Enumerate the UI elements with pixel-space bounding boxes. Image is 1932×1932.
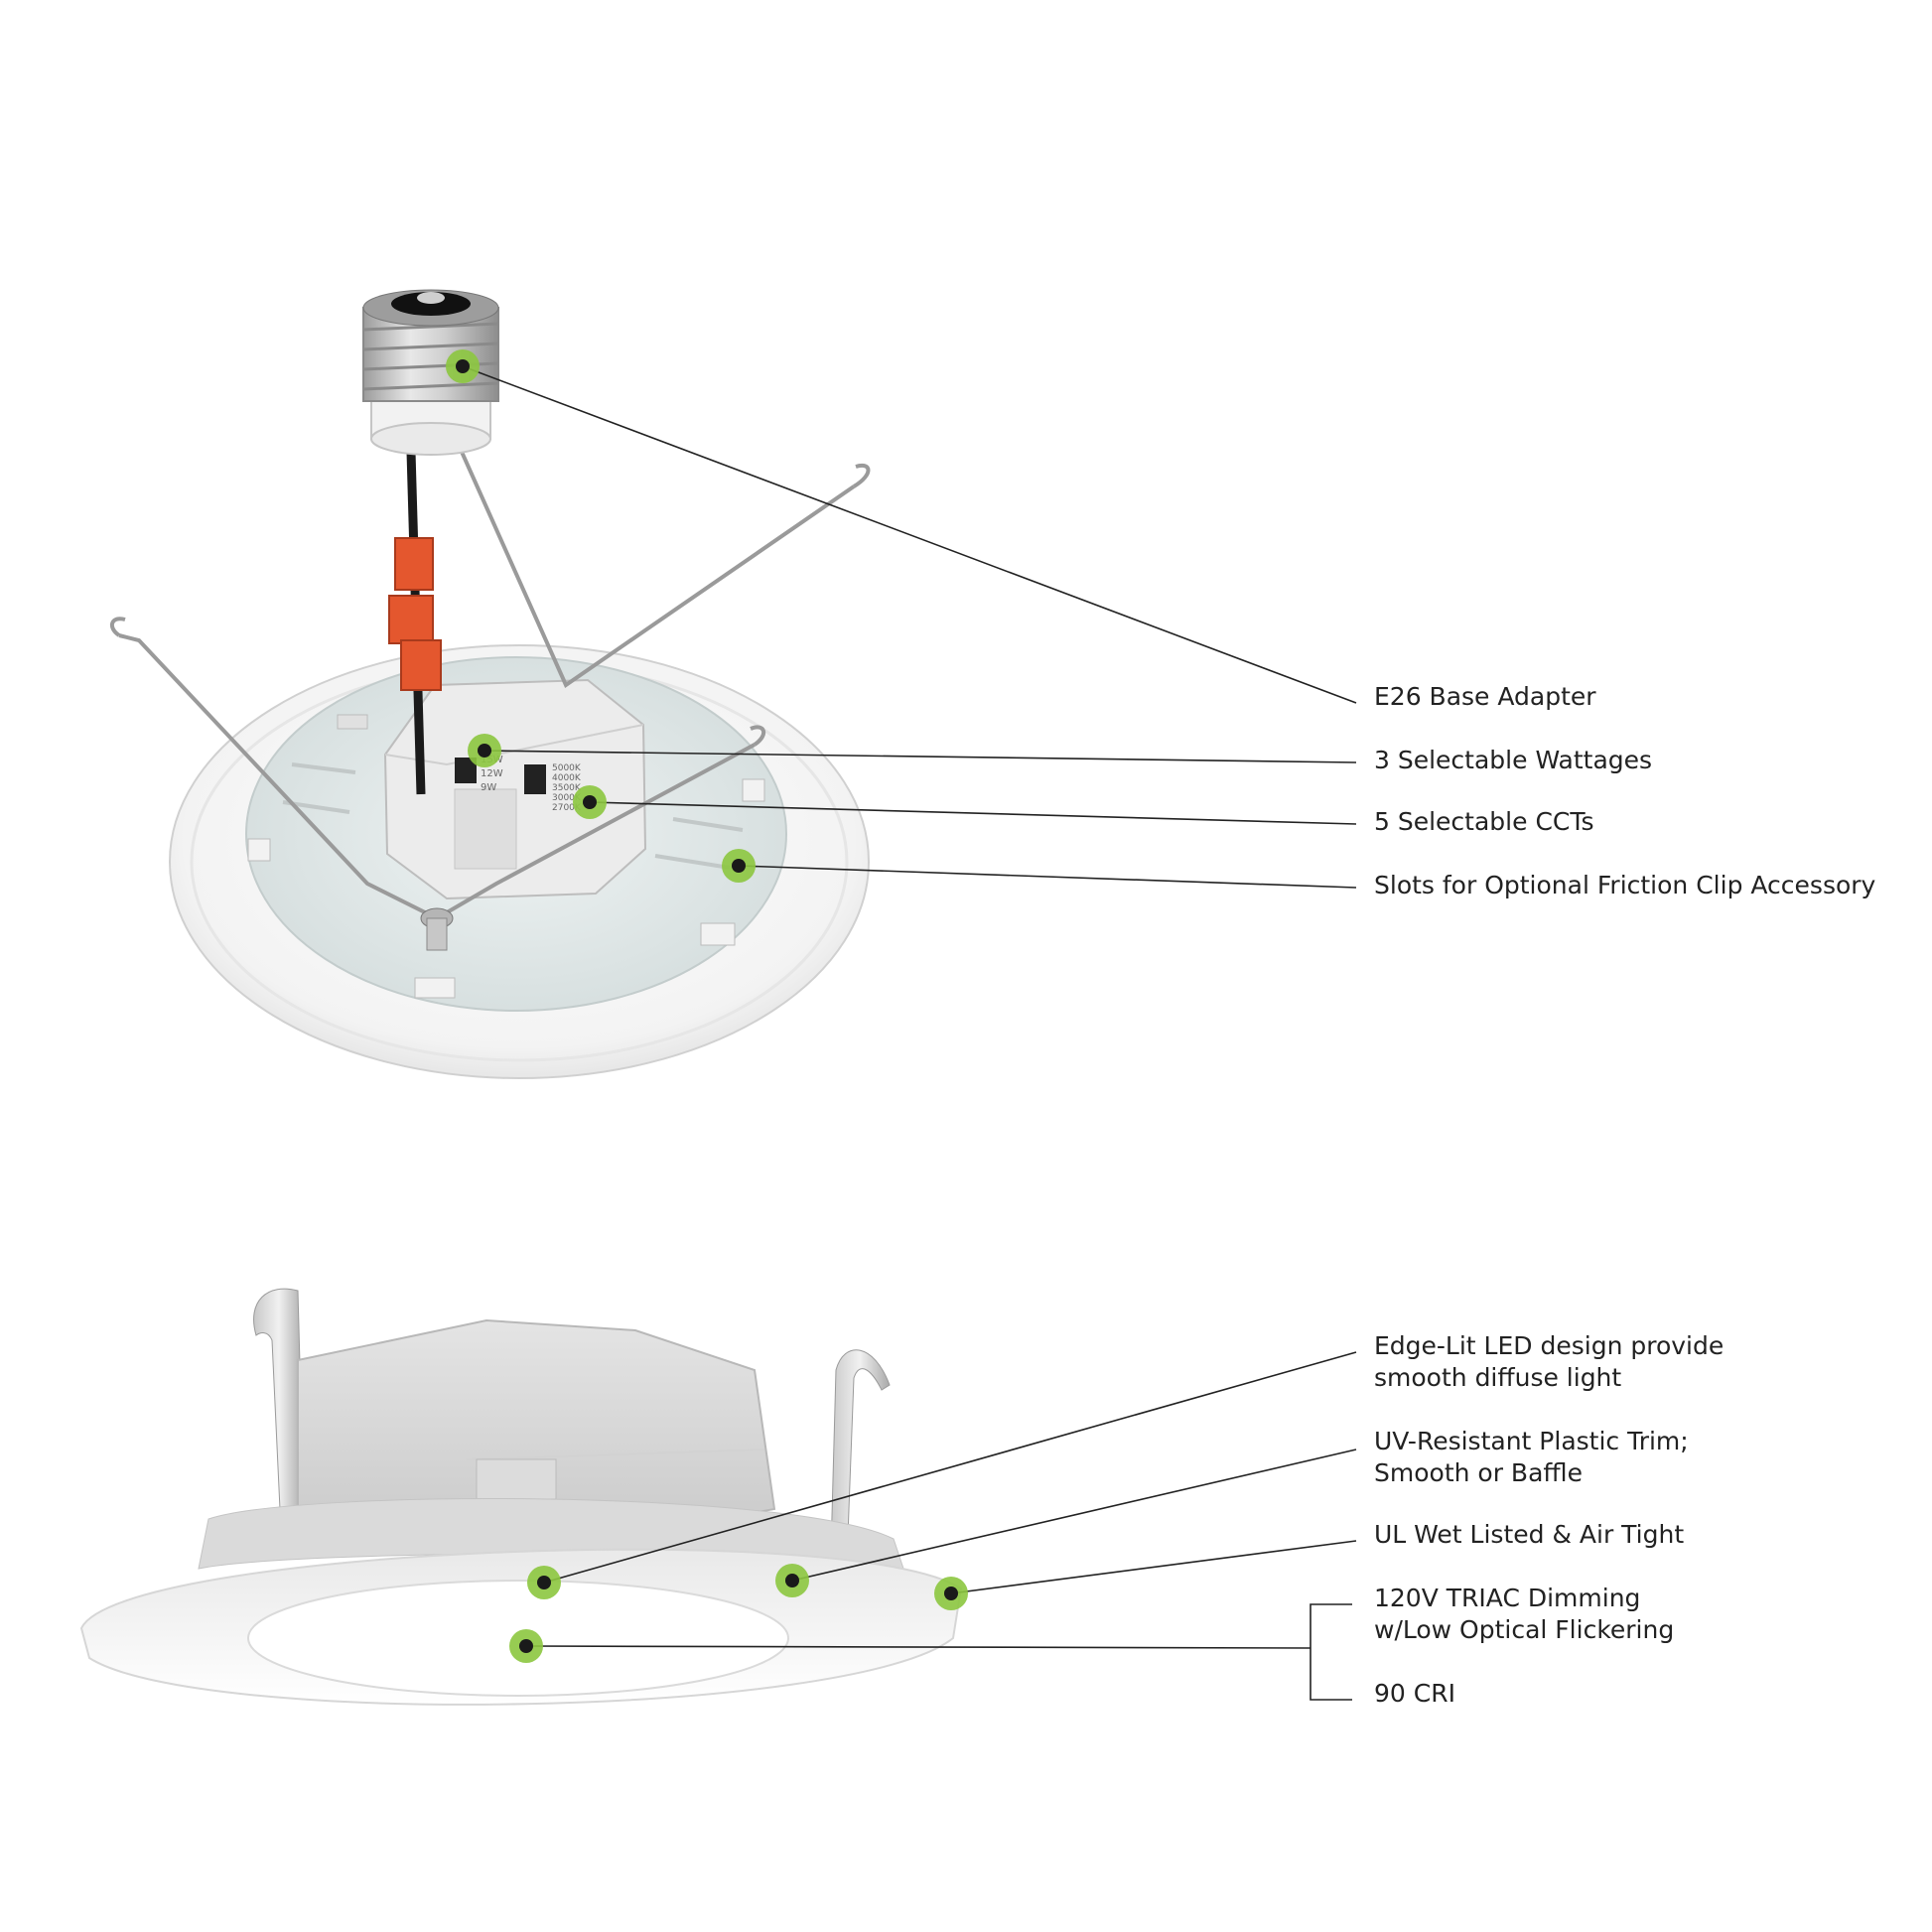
cct-switch-label-3: 3500K [552, 783, 582, 793]
wattage-switch [455, 758, 477, 783]
callout-label-e26: E26 Base Adapter [1374, 682, 1596, 711]
e26-base-adapter [362, 289, 499, 456]
callout-label-dimming: 120V TRIAC Dimming w/Low Optical Flicker… [1374, 1584, 1675, 1644]
callout-dot-dimming-cri [509, 1629, 543, 1663]
callout-dot-wattages [468, 734, 501, 767]
callout-dot-e26 [446, 349, 480, 383]
callout-dot-edge-lit [527, 1566, 561, 1599]
cct-switch-label-2: 4000K [552, 773, 582, 783]
cct-switch-label-4: 3000K [552, 793, 582, 803]
bracket-dimming-cri [1310, 1603, 1352, 1701]
callout-label-slots: Slots for Optional Friction Clip Accesso… [1374, 871, 1876, 899]
leader-slots [738, 865, 1357, 889]
callout-dot-slots [722, 849, 756, 883]
retrofit-module-top-view: 15W 12W 9W 5000K 4000K 3500K 3000K 2700K [109, 289, 871, 1079]
leader-uv-trim [791, 1449, 1357, 1582]
wattage-switch-label-2: 12W [481, 768, 503, 779]
leader-wattages [483, 750, 1357, 763]
callout-label-ul-wet: UL Wet Listed & Air Tight [1374, 1520, 1685, 1549]
leader-edge-lit [543, 1351, 1357, 1584]
retrofit-module-side-view [79, 1288, 963, 1706]
callout-label-uv-trim: UV-Resistant Plastic Trim; Smooth or Baf… [1374, 1427, 1689, 1487]
leader-ccts [589, 801, 1357, 825]
leader-dimming-cri [525, 1645, 1311, 1649]
ground-screw [420, 907, 454, 951]
callout-label-cri: 90 CRI [1374, 1679, 1455, 1708]
callout-leaders [462, 365, 1357, 1701]
cct-switch-label-5: 2700K [552, 803, 582, 813]
callout-label-wattages: 3 Selectable Wattages [1374, 746, 1653, 774]
leader-ul-wet [950, 1540, 1357, 1594]
leader-e26 [462, 365, 1357, 704]
callout-dot-ul-wet [934, 1577, 968, 1610]
cct-switch-label-1: 5000K [552, 763, 582, 773]
callout-label-edge-lit: Edge-Lit LED design provide smooth diffu… [1374, 1331, 1725, 1392]
cct-switch [524, 764, 546, 794]
push-in-connector [388, 537, 442, 691]
callout-dot-ccts [573, 785, 607, 819]
callout-label-ccts: 5 Selectable CCTs [1374, 807, 1594, 836]
callout-dot-uv-trim [775, 1564, 809, 1597]
spring-clip-left [253, 1288, 305, 1510]
wattage-switch-label-3: 9W [481, 782, 496, 793]
callout-dots [446, 349, 968, 1663]
